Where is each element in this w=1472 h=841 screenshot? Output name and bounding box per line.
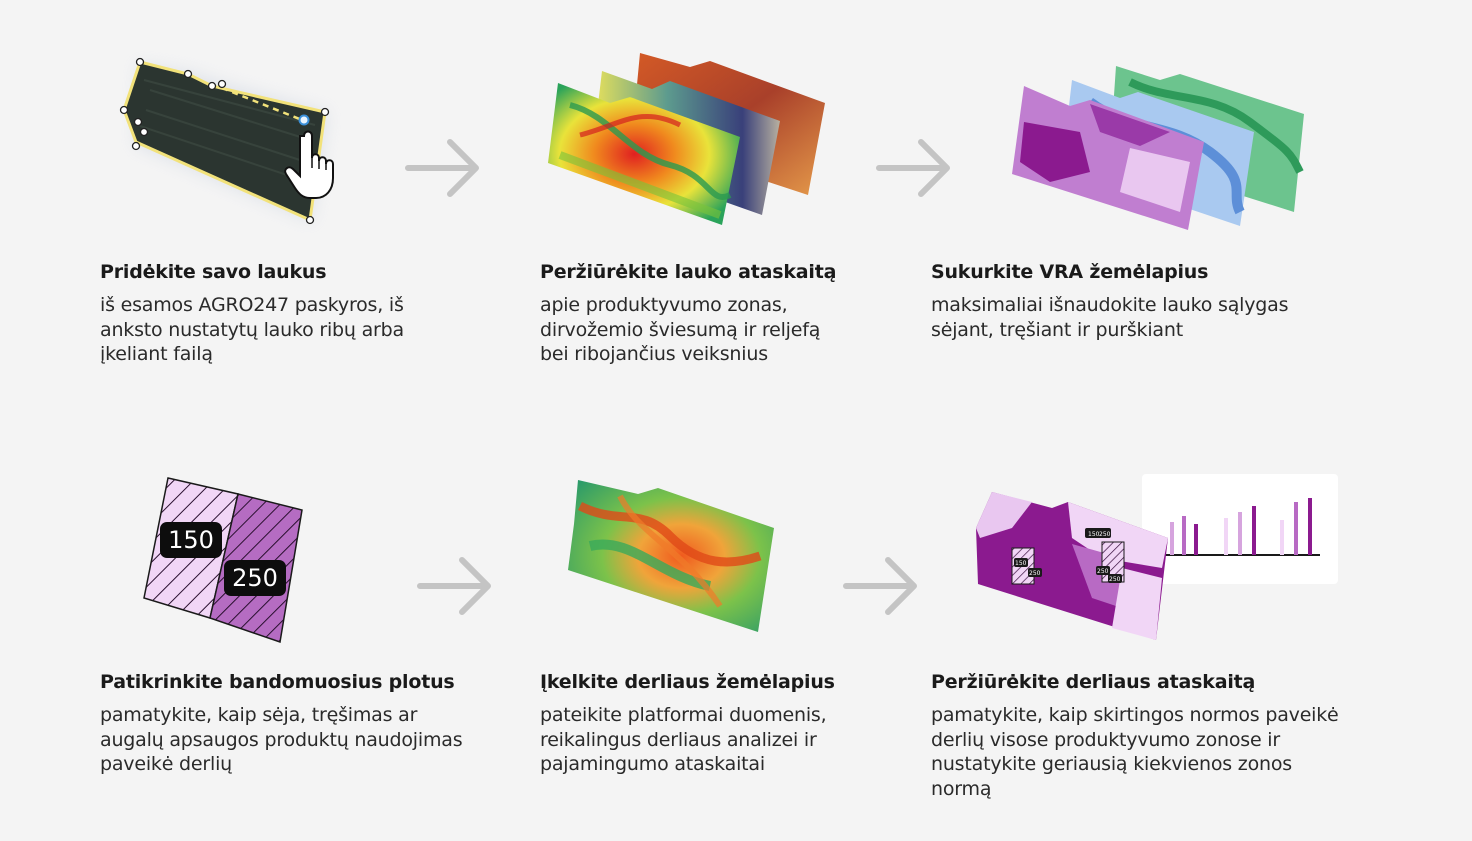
yield-map-illustration xyxy=(568,480,774,632)
arrow-right-icon xyxy=(843,557,917,615)
step-4-title: Patikrinkite bandomuosius plotus xyxy=(100,671,455,693)
step-5-title: Įkelkite derliaus žemėlapius xyxy=(540,671,835,693)
step-6-description: pamatykite, kaip skirtingos normos pavei… xyxy=(931,704,1339,800)
pointer-hand-icon xyxy=(284,130,334,199)
step-1-description: iš esamos AGRO247 paskyros, iš anksto nu… xyxy=(100,294,404,365)
report-bars xyxy=(1170,498,1312,555)
field-report-layers-illustration xyxy=(548,53,825,225)
step-3-description: maksimaliai išnaudokite lauko sąlygas sė… xyxy=(931,294,1289,341)
step-2-title: Peržiūrėkite lauko ataskaitą xyxy=(540,261,837,283)
step-1-title: Pridėkite savo laukus xyxy=(100,261,327,283)
arrow-right-icon xyxy=(876,139,950,197)
report-label-6: 250 xyxy=(1109,576,1121,583)
step-6-title: Peržiūrėkite derliaus ataskaitą xyxy=(931,671,1256,693)
arrow-right-icon xyxy=(405,139,479,197)
step-4-description: pamatykite, kaip sėja, tręšimas ar augal… xyxy=(100,704,463,775)
report-label-5: 250 xyxy=(1097,568,1109,575)
trial-rate-a: 150 xyxy=(168,526,214,554)
report-label-3: 150 xyxy=(1015,560,1027,567)
trial-plots-illustration: 150 250 xyxy=(143,477,303,643)
vra-maps-illustration xyxy=(1012,66,1304,230)
report-label-1: 150 xyxy=(1088,531,1100,538)
step-5-description: pateikite platformai duomenis, reikaling… xyxy=(540,704,827,775)
report-label-4: 250 xyxy=(1029,570,1041,577)
step-3-title: Sukurkite VRA žemėlapius xyxy=(931,261,1209,283)
report-label-2: 250 xyxy=(1099,531,1111,538)
field-boundary-illustration xyxy=(119,57,334,225)
step-2-description: apie produktyvumo zonas, dirvožemio švie… xyxy=(540,294,821,365)
yield-report-map: 150 250 150 250 250 250 xyxy=(976,492,1168,640)
arrow-right-icon xyxy=(417,557,491,615)
trial-rate-b: 250 xyxy=(232,564,278,592)
yield-report-chart xyxy=(1164,498,1320,556)
